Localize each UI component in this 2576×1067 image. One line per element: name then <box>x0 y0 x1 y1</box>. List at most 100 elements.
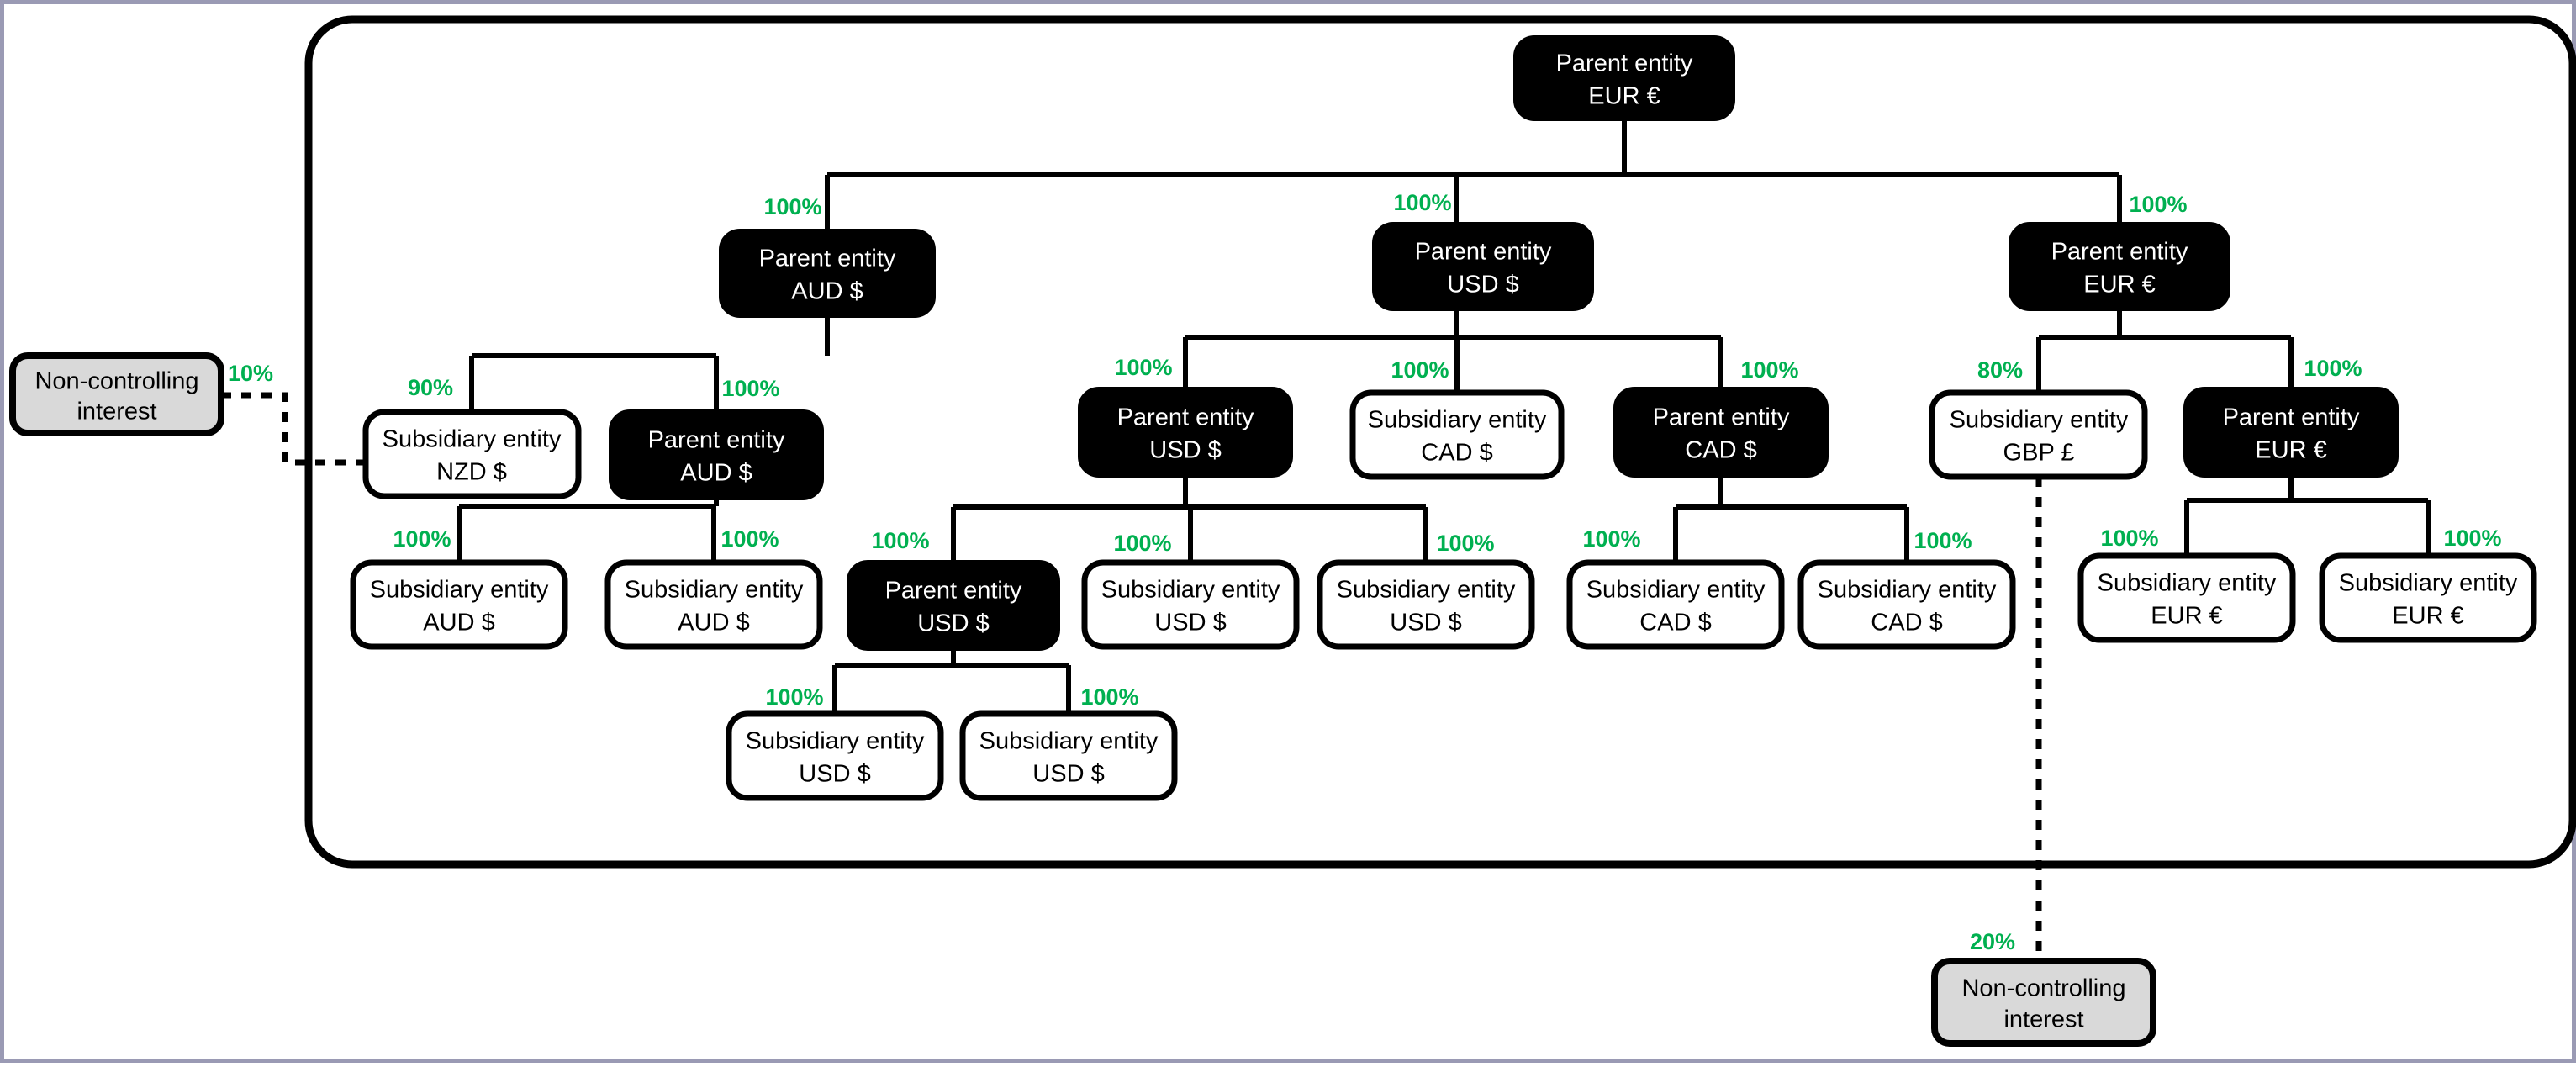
edge-usd3-branch <box>832 648 1071 714</box>
node-subsidiary-entity-aud-1[interactable]: Subsidiary entity AUD $ <box>350 559 568 650</box>
edge-eur2-branch <box>2184 475 2431 556</box>
percent-label-nci-left: 10% <box>228 361 273 386</box>
node-parent-entity-eur[interactable]: Parent entity EUR € <box>2009 222 2230 311</box>
percent-label-nzd: 90% <box>408 375 453 400</box>
node-line2: CAD $ <box>1685 437 1756 464</box>
node-box <box>2183 387 2399 478</box>
edge-nci-left <box>221 392 366 466</box>
node-line1: Subsidiary entity <box>370 577 549 604</box>
node-box <box>350 559 568 650</box>
edge-aud-branch <box>469 315 830 412</box>
node-non-controlling-interest-left[interactable]: Non-controlling interest <box>9 352 224 436</box>
node-subsidiary-entity-usd-b[interactable]: Subsidiary entity USD $ <box>1317 559 1535 650</box>
node-parent-entity-cad[interactable]: Parent entity CAD $ <box>1613 387 1829 478</box>
node-box <box>362 409 582 499</box>
percent-label-cad-parent: 100% <box>1740 357 1798 383</box>
percent-label-usd-sub-b: 100% <box>1436 531 1494 556</box>
node-parent-entity-usd-3[interactable]: Parent entity USD $ <box>847 560 1060 651</box>
node-subsidiary-entity-cad-a[interactable]: Subsidiary entity CAD $ <box>1349 389 1565 480</box>
percent-label-eur-parent2: 100% <box>2304 356 2362 381</box>
node-line2: USD $ <box>1149 437 1221 464</box>
node-line1: Subsidiary entity <box>383 426 562 453</box>
node-box <box>1566 559 1785 650</box>
percent-label-eur-sub-1: 100% <box>2100 526 2158 551</box>
node-box <box>1078 387 1293 478</box>
percent-label-usd-sub-a: 100% <box>1113 531 1171 556</box>
percent-label-eur-sub-2: 100% <box>2443 526 2501 551</box>
node-subsidiary-entity-usd-a[interactable]: Subsidiary entity USD $ <box>1081 559 1300 650</box>
node-box <box>959 710 1178 801</box>
node-line1: Parent entity <box>1415 239 1552 266</box>
node-subsidiary-entity-cad-2[interactable]: Subsidiary entity CAD $ <box>1797 559 2016 650</box>
node-parent-entity-usd-2[interactable]: Parent entity USD $ <box>1078 387 1293 478</box>
node-subsidiary-entity-eur-2[interactable]: Subsidiary entity EUR € <box>2319 552 2537 643</box>
node-line2: USD $ <box>1154 610 1226 637</box>
group-structure-diagram: Parent entity EUR € Parent entity AUD $ … <box>9 15 2576 1047</box>
node-line1: Subsidiary entity <box>1818 577 1997 604</box>
node-line1: Subsidiary entity <box>625 577 804 604</box>
node-line1: Parent entity <box>2051 239 2188 266</box>
node-line2: AUD $ <box>423 610 494 637</box>
node-box <box>726 710 944 801</box>
node-line1: Parent entity <box>2223 404 2360 431</box>
node-line2: USD $ <box>1390 610 1461 637</box>
node-box <box>9 352 224 436</box>
percent-label-aud-parent: 100% <box>763 194 821 219</box>
node-subsidiary-entity-cad-1[interactable]: Subsidiary entity CAD $ <box>1566 559 1785 650</box>
node-line1: Subsidiary entity <box>2339 570 2518 597</box>
node-line2: CAD $ <box>1421 440 1492 467</box>
node-line2: USD $ <box>917 610 989 637</box>
node-line2: AUD $ <box>680 460 752 487</box>
node-line1: Parent entity <box>1556 50 1693 77</box>
percent-label-aud-sub-2: 100% <box>721 526 779 552</box>
percent-label-gbp: 80% <box>1977 357 2023 383</box>
node-box <box>2077 552 2296 643</box>
node-box <box>1929 389 2148 480</box>
node-line2: EUR € <box>1588 83 1660 110</box>
percent-label-usd-sub-d: 100% <box>1080 684 1138 710</box>
node-subsidiary-entity-aud-2[interactable]: Subsidiary entity AUD $ <box>604 559 823 650</box>
node-subsidiary-entity-nzd[interactable]: Subsidiary entity NZD $ <box>362 409 582 499</box>
node-line1: Subsidiary entity <box>1950 407 2129 434</box>
percent-label-usd-parent2: 100% <box>1114 355 1172 380</box>
node-parent-entity-eur-2[interactable]: Parent entity EUR € <box>2183 387 2399 478</box>
node-line2: EUR € <box>2151 603 2222 630</box>
node-box <box>1513 35 1735 121</box>
node-line2: AUD $ <box>678 610 749 637</box>
node-box <box>1349 389 1565 480</box>
node-box <box>1931 958 2156 1047</box>
node-line1: Parent entity <box>759 246 896 272</box>
percent-label-usd-sub-c: 100% <box>765 684 823 710</box>
node-line1: Subsidiary entity <box>979 728 1159 755</box>
node-line2: AUD $ <box>791 278 863 305</box>
node-box <box>2319 552 2537 643</box>
node-parent-entity-aud[interactable]: Parent entity AUD $ <box>719 229 936 318</box>
node-non-controlling-interest-bottom[interactable]: Non-controlling interest <box>1931 958 2156 1047</box>
node-line2: EUR € <box>2083 272 2155 298</box>
percent-label-aud-sub-1: 100% <box>393 526 451 552</box>
node-parent-entity-usd[interactable]: Parent entity USD $ <box>1372 222 1594 311</box>
node-line1: Parent entity <box>885 578 1022 605</box>
node-subsidiary-entity-usd-d[interactable]: Subsidiary entity USD $ <box>959 710 1178 801</box>
node-line1: Subsidiary entity <box>1337 577 1516 604</box>
percent-label-aud-parent2: 100% <box>721 376 779 401</box>
node-subsidiary-entity-usd-c[interactable]: Subsidiary entity USD $ <box>726 710 944 801</box>
node-box <box>847 560 1060 651</box>
node-line2: EUR € <box>2255 437 2326 464</box>
node-subsidiary-entity-eur-1[interactable]: Subsidiary entity EUR € <box>2077 552 2296 643</box>
node-line2: GBP £ <box>2003 440 2075 467</box>
node-parent-entity-eur-root[interactable]: Parent entity EUR € <box>1513 35 1735 121</box>
edge-root-to-tier2 <box>825 119 2122 231</box>
node-box <box>719 229 936 318</box>
node-line1: Subsidiary entity <box>2098 570 2277 597</box>
node-line1: Parent entity <box>1653 404 1790 431</box>
node-line1: Subsidiary entity <box>1586 577 1766 604</box>
node-parent-entity-aud-2[interactable]: Parent entity AUD $ <box>609 409 824 500</box>
node-box <box>1081 559 1300 650</box>
node-line1: Non-controlling <box>34 368 198 395</box>
percent-label-cad-sub-2: 100% <box>1914 528 1972 553</box>
percent-label-cad-sub-1: 100% <box>1582 526 1640 552</box>
node-subsidiary-entity-gbp[interactable]: Subsidiary entity GBP £ <box>1929 389 2148 480</box>
percent-label-nci-bottom: 20% <box>1970 929 2015 954</box>
